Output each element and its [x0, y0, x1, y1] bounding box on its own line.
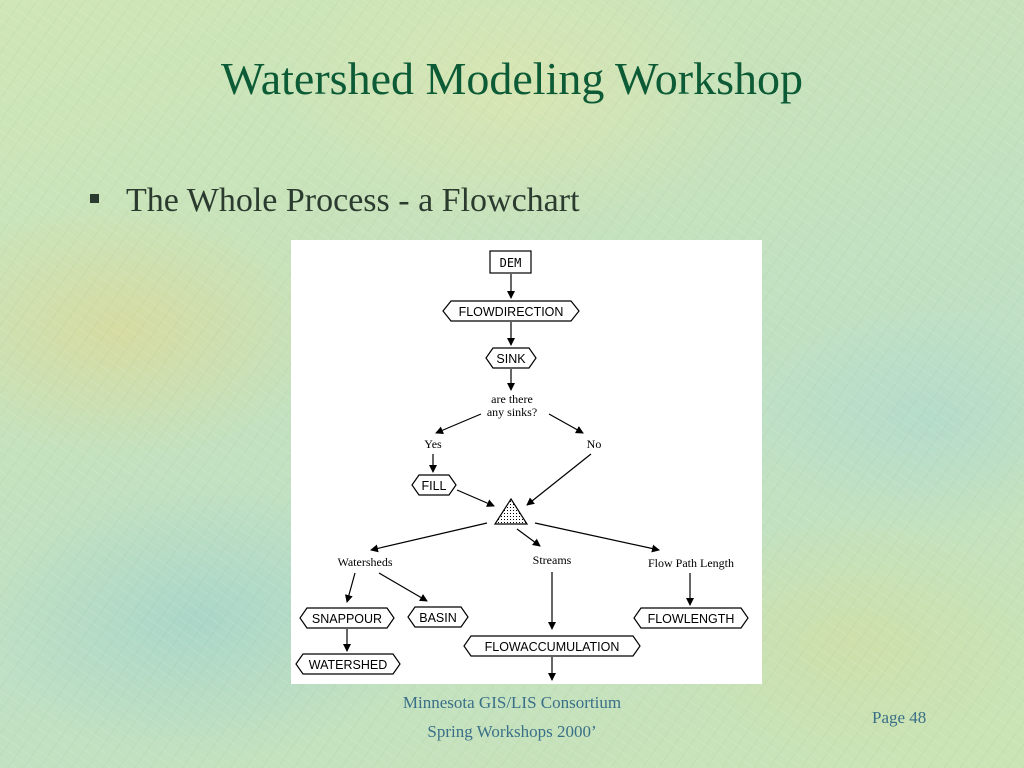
sink-node: SINK — [485, 347, 537, 369]
watershed-label: WATERSHED — [309, 658, 387, 672]
flowdirection-label: FLOWDIRECTION — [459, 305, 564, 319]
arrow-watersheds-to-snappour — [345, 572, 356, 603]
footer-event: Spring Workshops 2000’ — [427, 722, 597, 741]
flowlength-node: FLOWLENGTH — [633, 607, 749, 629]
yes-label: Yes — [424, 437, 442, 451]
junction-triangle-icon — [493, 497, 529, 525]
footer-organization: Minnesota GIS/LIS Consortium — [402, 693, 622, 712]
arrow-question-to-yes — [435, 413, 482, 434]
watersheds-label: Watersheds — [337, 555, 392, 569]
no-label: No — [587, 437, 602, 451]
arrow-question-to-no — [548, 413, 584, 434]
question-line-1: are there — [491, 392, 533, 406]
flowchart-figure: DEM FLOWDIRECTION SINK are there any sin… — [291, 240, 762, 684]
fill-label: FILL — [421, 479, 446, 493]
sink-label: SINK — [496, 352, 526, 366]
basin-node: BASIN — [407, 606, 469, 628]
snappour-node: SNAPPOUR — [299, 607, 395, 629]
watershed-node: WATERSHED — [295, 653, 401, 675]
flow-path-length-label: Flow Path Length — [648, 556, 734, 570]
arrow-fill-to-junction — [456, 489, 495, 507]
streams-label: Streams — [533, 553, 572, 567]
question-line-2: any sinks? — [487, 405, 537, 419]
basin-label: BASIN — [419, 611, 457, 625]
arrow-junction-to-watersheds — [370, 522, 488, 553]
dem-node: DEM — [489, 250, 532, 274]
dem-label: DEM — [500, 256, 522, 270]
flowdirection-node: FLOWDIRECTION — [442, 300, 580, 322]
flowlength-label: FLOWLENGTH — [648, 612, 735, 626]
flowchart-svg: DEM FLOWDIRECTION SINK are there any sin… — [295, 250, 749, 681]
arrow-junction-to-flowpathlength — [534, 522, 660, 553]
flowaccumulation-node: FLOWACCUMULATION — [463, 635, 641, 657]
snappour-label: SNAPPOUR — [312, 612, 382, 626]
arrow-junction-to-streams — [516, 528, 541, 547]
page-number: Page 48 — [872, 708, 927, 727]
bullet-text: The Whole Process - a Flowchart — [126, 182, 580, 219]
slide-title: Watershed Modeling Workshop — [221, 53, 803, 104]
fill-node: FILL — [411, 474, 457, 496]
flowaccumulation-label: FLOWACCUMULATION — [485, 640, 620, 654]
arrow-watersheds-to-basin — [378, 572, 428, 602]
square-bullet-icon — [90, 194, 99, 203]
arrow-no-to-junction — [526, 453, 592, 506]
